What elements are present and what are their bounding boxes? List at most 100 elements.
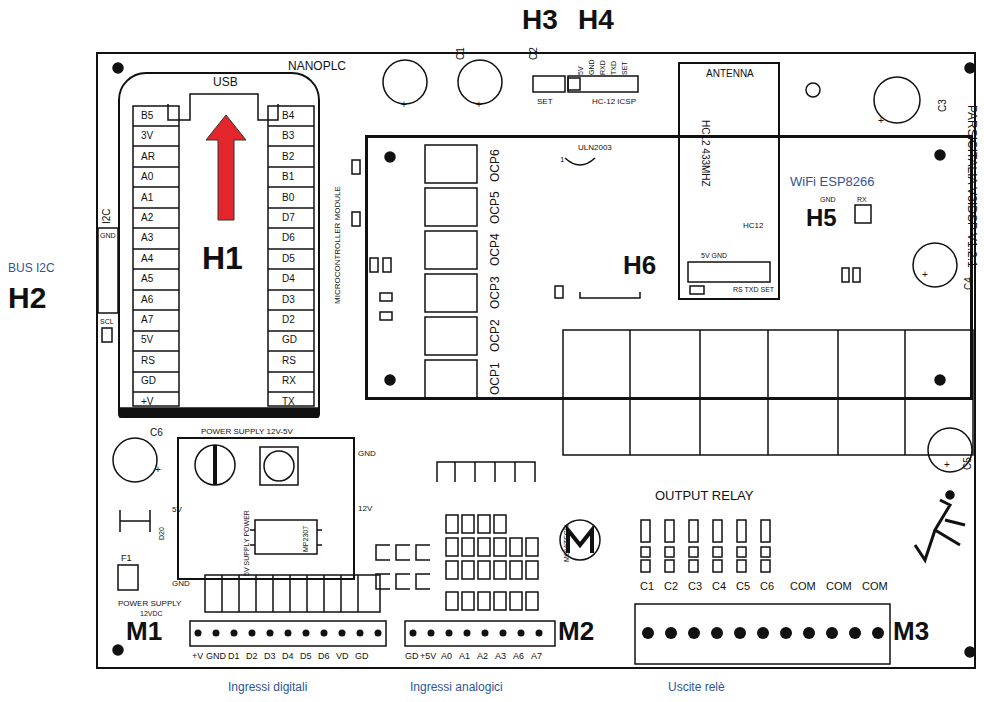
board-part-outline: ULN2003	[365, 135, 973, 400]
pin-label: +	[944, 460, 950, 470]
pin-label: A5	[141, 274, 153, 284]
pin-label: I2C	[102, 208, 112, 224]
pin-label: AR	[141, 152, 155, 162]
pin-label: C1	[640, 581, 654, 592]
pin-label: D7	[282, 213, 295, 223]
callout-number: H5	[806, 206, 837, 230]
pin-label: C6	[150, 428, 163, 438]
part-title: MICROCONTROLLER MODULE	[334, 186, 342, 304]
pin-label: TXD	[610, 61, 617, 75]
pin-label: D20	[158, 527, 165, 540]
pin-label: B1	[282, 172, 294, 182]
pin-label: GND	[820, 196, 836, 203]
pin-label: D5	[282, 254, 295, 264]
pin-label: OCP3	[489, 276, 501, 309]
callout-number: H6	[623, 252, 656, 278]
pin-label: GND	[100, 232, 116, 239]
pin-label: VD	[336, 652, 349, 661]
part-title: NANOPLC	[288, 60, 346, 72]
pin-label: 5V GND	[701, 252, 727, 259]
pin-label: SET	[537, 98, 553, 106]
pin-label: HC-12 ICSP	[592, 98, 636, 106]
pin-label: D1	[228, 652, 240, 661]
pin-label: +	[155, 465, 161, 475]
callout-number: H2	[8, 283, 46, 313]
pin-label: OCP1	[489, 362, 501, 395]
pin-label: D5	[300, 652, 312, 661]
pin-label: A2	[141, 213, 153, 223]
pin-label: D3	[264, 652, 276, 661]
pin-label: BUS I2C	[8, 262, 55, 274]
pin-label: D6	[282, 233, 295, 243]
pin-label: MP2307	[302, 526, 309, 552]
pin-label: MOVITECH	[563, 525, 570, 562]
pin-label: COM	[826, 581, 852, 592]
pin-label: +	[476, 100, 482, 110]
pin-label: C4	[712, 581, 726, 592]
pin-label: HC12	[743, 222, 763, 230]
pin-label: RXD	[599, 60, 606, 75]
board-part-outline: ANTENNA	[678, 62, 780, 300]
pin-label: Uscite relè	[668, 681, 725, 693]
pin-label: C1	[456, 47, 466, 60]
callout-number: H1	[202, 242, 243, 274]
pin-label: C6	[760, 581, 774, 592]
pin-label: +V	[141, 397, 154, 407]
pin-label: USB	[213, 76, 238, 88]
pin-label: Ingressi digitali	[228, 681, 307, 693]
board-part-outline: POWER SUPPLY 12V-5V	[177, 437, 355, 580]
pin-label: OCP4	[489, 233, 501, 266]
pin-label: A1	[141, 193, 153, 203]
pin-label: A6	[513, 652, 524, 661]
pin-label: A1	[459, 652, 470, 661]
pin-label: COM	[862, 581, 888, 592]
pin-label: A0	[441, 652, 452, 661]
pin-label: GND	[172, 580, 190, 588]
pin-label: GND	[358, 450, 376, 458]
pin-label: RS	[282, 356, 296, 366]
callout-number: H4	[578, 6, 614, 34]
pin-label: B3	[282, 131, 294, 141]
pin-label: +5V	[420, 652, 436, 661]
pin-label: C4	[964, 277, 974, 290]
callout-number: M1	[126, 618, 162, 644]
part-title: ULN2003	[578, 144, 612, 152]
pin-label: 5V	[172, 506, 182, 514]
callout-number: M2	[558, 618, 594, 644]
pin-label: TX	[282, 397, 295, 407]
pin-label: OCP5	[489, 191, 501, 224]
callout-number: M3	[893, 618, 929, 644]
pin-label: GD	[355, 652, 369, 661]
pin-label: PARSICITALIA V3IDSP V1.2.1	[966, 105, 978, 268]
pin-label: 12V	[358, 505, 372, 513]
pin-label: B2	[282, 152, 294, 162]
pin-label: A0	[141, 172, 153, 182]
pin-label: RX	[282, 376, 296, 386]
pin-label: 12VDC	[140, 610, 163, 617]
pin-label: +V	[192, 652, 203, 661]
pin-label: B0	[282, 193, 294, 203]
pin-label: COM	[790, 581, 816, 592]
pin-label: C2	[664, 581, 678, 592]
pin-label: SCL	[100, 318, 114, 325]
pin-label: A4	[141, 254, 153, 264]
pin-label: 3V	[141, 131, 153, 141]
pin-label: GND	[588, 59, 595, 75]
pin-label: B4	[282, 111, 294, 121]
pin-label: OUTPUT RELAY	[655, 489, 753, 502]
pin-label: D6	[318, 652, 330, 661]
pin-label: 1	[560, 156, 564, 164]
pin-label: A3	[141, 233, 153, 243]
pin-label: GD	[282, 335, 297, 345]
pin-label: D4	[282, 274, 295, 284]
pin-label: WiFi ESP8266	[790, 175, 875, 188]
pin-label: POWER SUPPLY	[118, 600, 181, 608]
pin-label: A7	[141, 315, 153, 325]
pin-label: SET	[621, 61, 628, 75]
pin-label: D2	[246, 652, 258, 661]
pin-label: C5	[963, 457, 973, 470]
pin-label: D3	[282, 295, 295, 305]
pin-label: C3	[938, 99, 948, 112]
pin-label: A6	[141, 295, 153, 305]
